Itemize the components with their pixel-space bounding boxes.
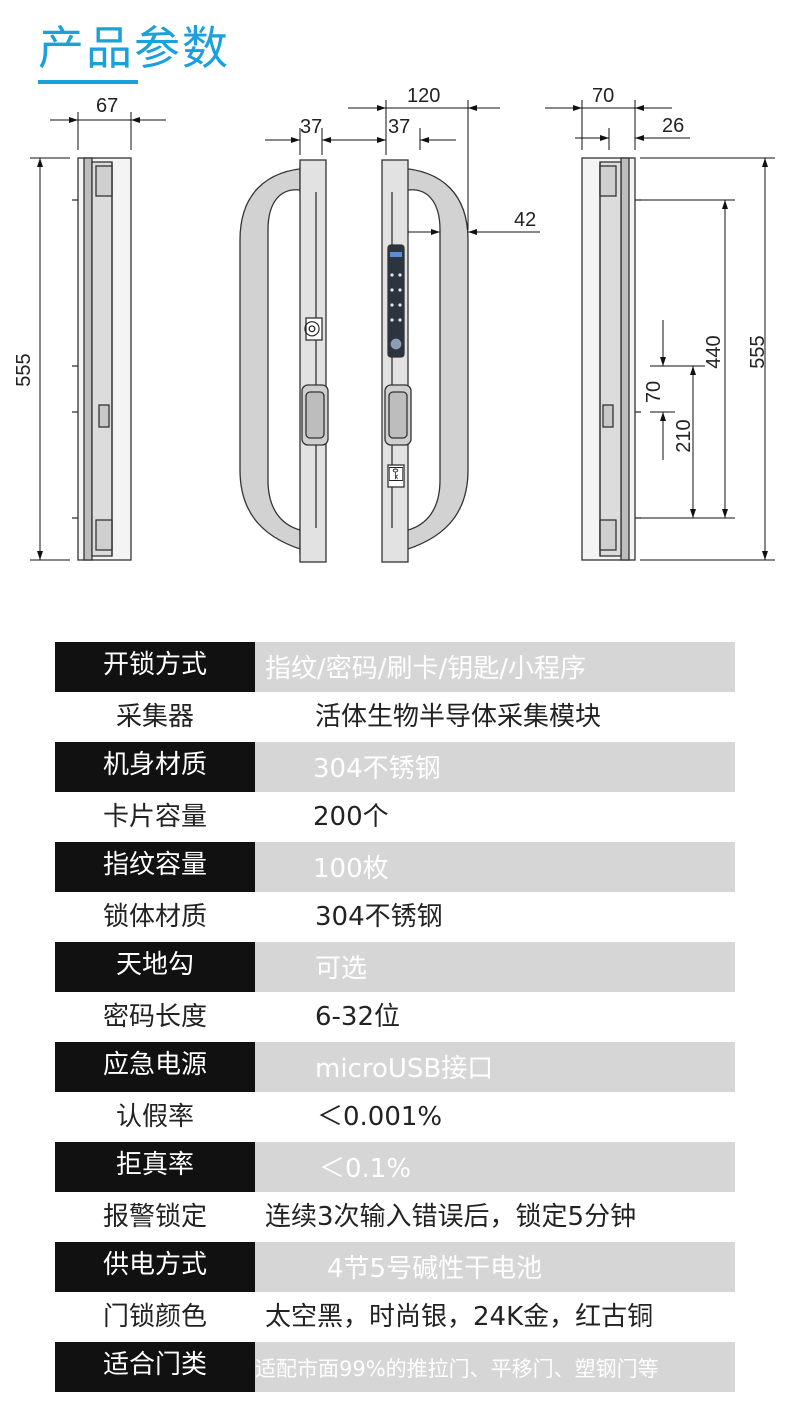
dim-left-height: 555 <box>13 353 35 386</box>
dim-center-offset: 42 <box>514 209 536 231</box>
key-icon: ⚿ <box>388 464 403 486</box>
left-side-view <box>72 157 132 561</box>
spec-label: 应急电源 <box>55 1042 255 1092</box>
spec-label: 指纹容量 <box>55 842 255 892</box>
page-title: 产品参数 <box>38 21 230 75</box>
spec-value: ＜0.001% <box>317 1102 443 1132</box>
spec-label: 报警锁定 <box>102 1202 207 1232</box>
spec-value: 可选 <box>255 942 735 992</box>
spec-row: 天地勾可选 <box>55 942 735 992</box>
spec-row: 适合门类适配市面99%的推拉门、平移门、塑钢门等 <box>55 1342 735 1392</box>
center-right-dimensions <box>348 100 540 235</box>
right-handle <box>381 159 469 563</box>
spec-value: 6-32位 <box>315 1002 401 1032</box>
spec-label: 机身材质 <box>55 742 255 792</box>
spec-label: 锁体材质 <box>102 902 207 932</box>
left-handle <box>239 159 329 563</box>
spec-label: 门锁颜色 <box>102 1302 207 1332</box>
dimension-drawing: 67 555 ◎ 37 ⚿ <box>13 86 775 563</box>
dim-right-b: 210 <box>673 419 695 452</box>
dim-left-width: 67 <box>96 95 118 117</box>
spec-label: 适合门类 <box>55 1342 255 1392</box>
right-dimensions <box>545 100 775 561</box>
spec-value: 304不锈钢 <box>255 742 735 792</box>
spec-value: 304不锈钢 <box>315 902 443 932</box>
dim-handle-b: 37 <box>388 116 410 138</box>
dim-right-depth: 70 <box>592 86 614 107</box>
spec-value: ＜0.1% <box>255 1142 735 1192</box>
spec-row: 开锁方式指纹/密码/刷卡/钥匙/小程序 <box>55 642 735 692</box>
spec-row: 报警锁定 连续3次输入错误后，锁定5分钟 <box>55 1192 735 1242</box>
spec-value: 200个 <box>313 802 389 832</box>
spec-value: 指纹/密码/刷卡/钥匙/小程序 <box>255 642 735 692</box>
dim-handle-a: 37 <box>300 116 322 138</box>
nfc-icon: ◎ <box>303 317 320 339</box>
spec-row: 卡片容量 200个 <box>55 792 735 842</box>
spec-value: 太空黑，时尚银，24K金，红古铜 <box>265 1302 654 1332</box>
spec-row: 采集器 活体生物半导体采集模块 <box>55 692 735 742</box>
spec-value: 4节5号碱性干电池 <box>255 1242 735 1292</box>
dim-right-inner: 26 <box>662 115 684 137</box>
spec-label: 天地勾 <box>55 942 255 992</box>
spec-value: microUSB接口 <box>255 1042 735 1092</box>
spec-label: 密码长度 <box>102 1002 207 1032</box>
left-dimensions <box>30 112 166 561</box>
spec-label: 拒真率 <box>55 1142 255 1192</box>
spec-label: 认假率 <box>115 1102 194 1132</box>
spec-row: 密码长度 6-32位 <box>55 992 735 1042</box>
spec-label: 卡片容量 <box>102 802 207 832</box>
dim-right-a: 70 <box>643 381 665 403</box>
spec-value: 100枚 <box>255 842 735 892</box>
spec-label: 采集器 <box>115 702 194 732</box>
spec-value: 连续3次输入错误后，锁定5分钟 <box>265 1202 637 1232</box>
spec-row: 认假率 ＜0.001% <box>55 1092 735 1142</box>
spec-label: 供电方式 <box>55 1242 255 1292</box>
dim-center-total: 120 <box>407 86 440 107</box>
dim-right-span: 440 <box>703 335 725 368</box>
right-side-view <box>581 157 641 561</box>
spec-row: 拒真率＜0.1% <box>55 1142 735 1192</box>
title-underline <box>38 80 138 84</box>
keypad-dots <box>390 273 402 322</box>
spec-row: 门锁颜色 太空黑，时尚银，24K金，红古铜 <box>55 1292 735 1342</box>
spec-value: 活体生物半导体采集模块 <box>315 702 602 732</box>
dim-right-height: 555 <box>747 335 769 368</box>
spec-label: 开锁方式 <box>55 642 255 692</box>
spec-row: 锁体材质 304不锈钢 <box>55 892 735 942</box>
spec-value: 适配市面99%的推拉门、平移门、塑钢门等 <box>255 1342 735 1392</box>
